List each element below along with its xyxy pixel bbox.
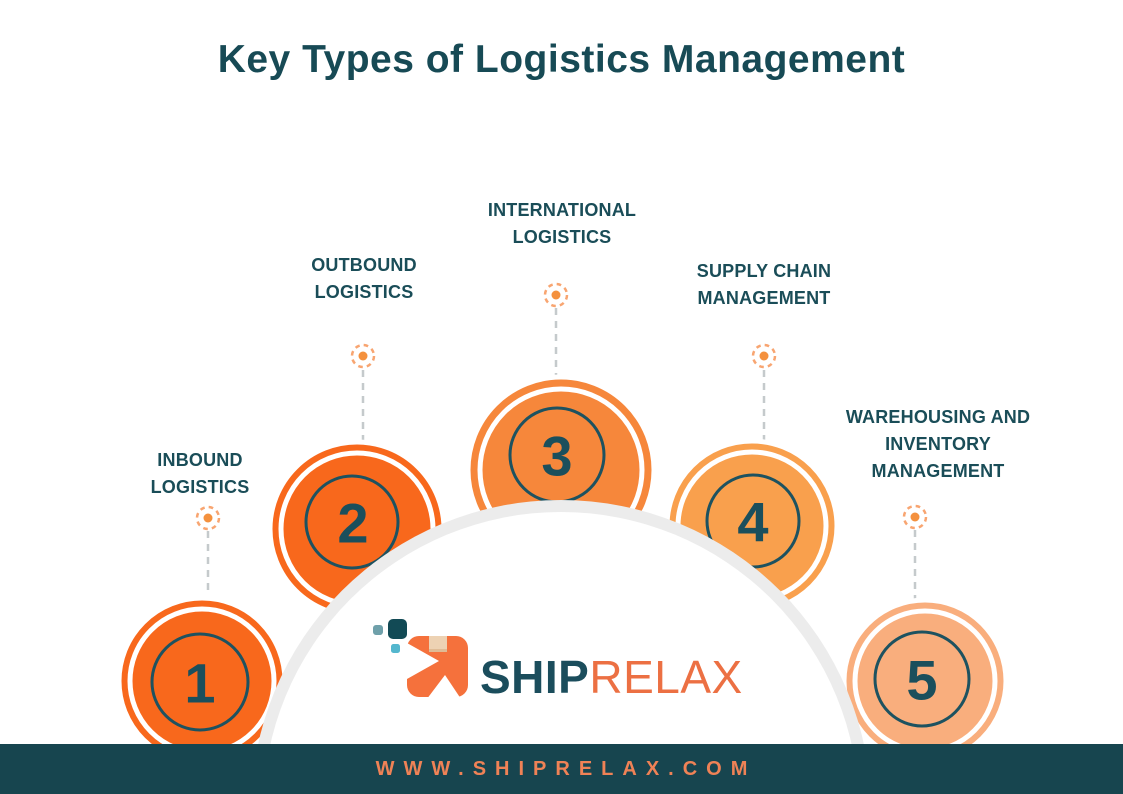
step-number-3: 3 — [541, 424, 573, 488]
logo-wordmark: SHIPRELAX — [480, 653, 743, 701]
shiprelax-logo: SHIPRELAX — [368, 613, 758, 709]
step-number-4: 4 — [737, 490, 769, 554]
marker-dot-2 — [350, 343, 376, 369]
label-warehousing-inventory: WAREHOUSING AND INVENTORY MANAGEMENT — [845, 407, 1031, 481]
logo-text-relax: RELAX — [589, 651, 743, 703]
label-international-logistics: INTERNATIONAL LOGISTICS — [487, 200, 637, 247]
step-number-1: 1 — [184, 651, 216, 715]
marker-dot-1 — [195, 505, 221, 531]
marker-dot-5 — [902, 504, 928, 530]
step-number-5: 5 — [906, 648, 938, 712]
website-url: WWW.SHIPRELAX.COM — [375, 757, 757, 780]
logo-text-ship: SHIP — [480, 651, 590, 703]
footer-bar: WWW.SHIPRELAX.COM — [0, 744, 1123, 794]
center-hub — [251, 500, 871, 794]
marker-dot-4 — [751, 343, 777, 369]
package-box-icon — [373, 619, 468, 698]
label-outbound-logistics: OUTBOUND LOGISTICS — [311, 255, 417, 302]
step-number-2: 2 — [337, 491, 369, 555]
page-title: Key Types of Logistics Management — [217, 38, 906, 81]
label-inbound-logistics: INBOUND LOGISTICS — [150, 450, 250, 497]
label-supply-chain-management: SUPPLY CHAIN MANAGEMENT — [696, 261, 832, 308]
marker-dot-3 — [543, 282, 569, 308]
